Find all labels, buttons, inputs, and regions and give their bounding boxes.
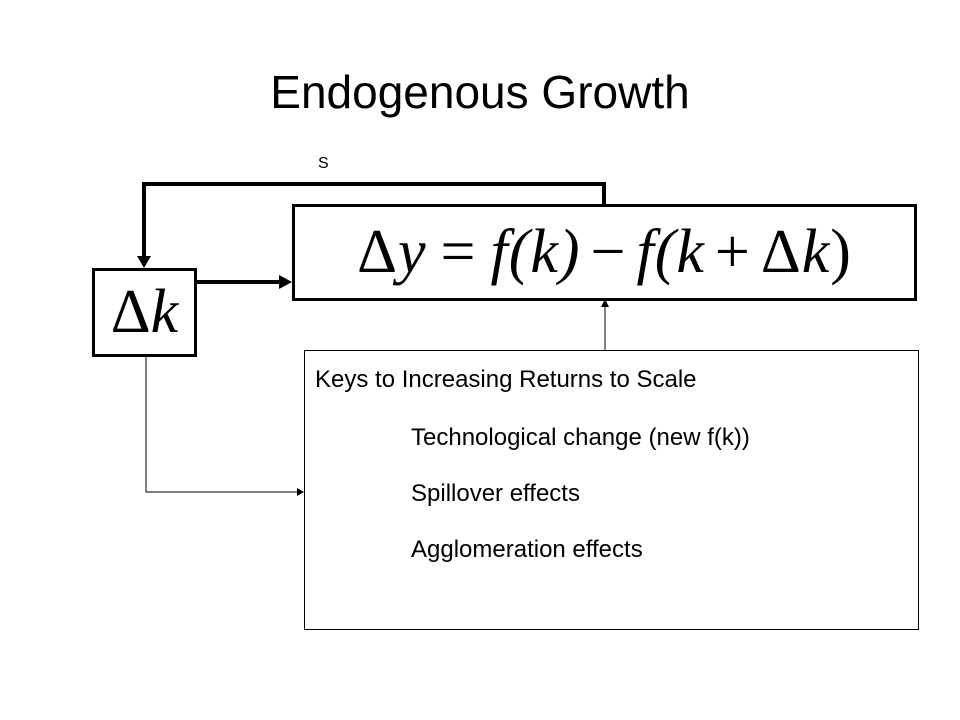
keys-item-technological-change: Technological change (new f(k)) [411,424,750,451]
dk-k: k [150,278,179,346]
feedback-arrowhead [137,256,151,268]
eq-equals: = [440,218,477,286]
keys-box: Keys to Increasing Returns to Scale Tech… [304,350,919,630]
feedback-loop-line [142,182,606,258]
eq-y: y [397,218,427,286]
keys-item-spillover: Spillover effects [411,480,580,507]
dk-to-equation-arrowhead [279,275,292,289]
feedback-label: S [318,155,329,172]
eq-minus: − [590,218,627,286]
eq-f1: f [490,218,509,286]
dk-to-keys-line [145,354,298,493]
eq-arg1: (k) [508,218,581,286]
eq-arg2-delta: Δ [760,218,802,286]
eq-arg2-close: ) [830,218,852,286]
eq-delta: Δ [357,218,398,286]
dk-delta: Δ [110,278,151,346]
keys-heading: Keys to Increasing Returns to Scale [315,366,697,393]
eq-f2: f [636,218,655,286]
eq-arg2-open: (k [654,218,705,286]
dk-to-keys-arrowhead [297,488,304,496]
keys-to-equation-arrowhead [601,299,609,307]
slide-title: Endogenous Growth [270,66,690,118]
eq-plus: + [714,218,751,286]
keys-item-agglomeration: Agglomeration effects [411,536,643,563]
eq-arg2-k: k [801,218,831,286]
